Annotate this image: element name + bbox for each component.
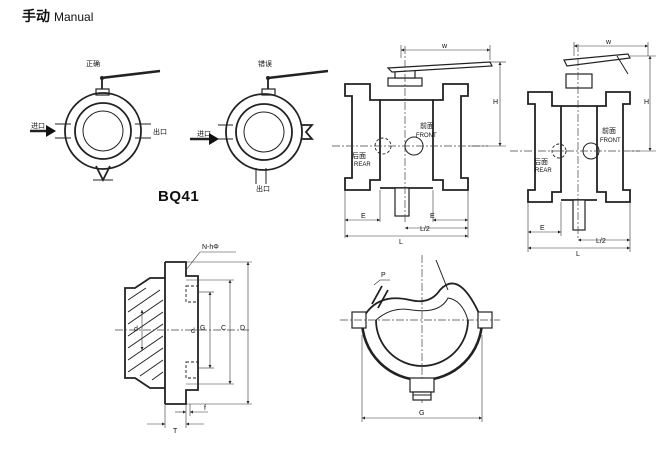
front-en: FRONT: [416, 133, 437, 139]
svg-text:E: E: [430, 213, 435, 220]
svg-text:T: T: [173, 428, 178, 435]
bottom-drain: [409, 377, 435, 393]
flange-right: [596, 91, 631, 203]
rear-port: [551, 143, 567, 159]
handle-bar: [267, 69, 329, 80]
flange-left: [344, 83, 381, 191]
dim-n-h-phi: N-hΦ: [202, 244, 219, 251]
svg-text:L/2: L/2: [420, 226, 430, 233]
svg-text:w: w: [441, 43, 448, 50]
handle: [563, 53, 631, 67]
svg-text:L: L: [576, 251, 580, 258]
label-inlet-wrong: 进口: [197, 130, 211, 138]
rear-cn: 后面: [352, 151, 366, 160]
flange-plate: [165, 261, 199, 405]
svg-text:G: G: [200, 325, 205, 332]
model-label: BQ41: [158, 188, 200, 205]
front-cn: 前面: [602, 126, 616, 135]
flange-right: [432, 83, 469, 191]
heading-en: Manual: [54, 10, 94, 24]
heading-cn: 手动: [22, 8, 50, 24]
dim-d1-right: d: [191, 328, 195, 335]
flange-left: [527, 91, 562, 203]
front-port: [404, 136, 424, 156]
side-view-1: 前面 FRONT 后面 REAR w H E E L/2 L: [332, 43, 506, 246]
valve-body-outer: [64, 92, 142, 170]
bottom-stub: [394, 187, 410, 217]
flow-diagram-correct: 正确 进口 出口: [30, 59, 167, 183]
handle-bar: [100, 69, 161, 80]
svg-text:E: E: [361, 213, 366, 220]
label-inlet-correct: 进口: [31, 122, 45, 130]
side-notch: [301, 124, 314, 140]
side-view-2: 前面 FRONT 后面 REAR w H E L/2 L: [510, 39, 656, 258]
label-wrong: 错误: [258, 59, 272, 68]
svg-text:L/2: L/2: [596, 238, 606, 245]
label-outlet-wrong: 出口: [256, 184, 270, 193]
rear-en: REAR: [354, 162, 371, 168]
rear-port: [374, 137, 392, 155]
stem-bonnet: [95, 88, 110, 96]
label-outlet-correct: 出口: [153, 127, 167, 136]
front-cn: 前面: [420, 121, 434, 130]
valve-body-outer: [225, 93, 303, 171]
body-ring-inner: [375, 319, 469, 367]
svg-text:H: H: [644, 99, 649, 106]
body-half: [124, 277, 165, 389]
section-hatch: [127, 287, 164, 381]
plug-ring: [235, 103, 293, 161]
plug-ring: [74, 102, 132, 160]
svg-text:f: f: [204, 405, 206, 412]
svg-text:C: C: [221, 325, 226, 332]
svg-text:D: D: [240, 325, 245, 332]
front-en: FRONT: [600, 138, 621, 144]
plug-bore: [82, 110, 124, 152]
svg-text:w: w: [605, 39, 612, 46]
rear-en: REAR: [535, 168, 552, 174]
svg-text:E: E: [540, 225, 545, 232]
bottom-stub: [572, 199, 586, 231]
plug-section: P G: [340, 255, 500, 422]
flange-section: N-hΦ d d G C D T f: [115, 244, 252, 435]
dim-p: P: [381, 272, 386, 279]
label-correct: 正确: [86, 59, 100, 68]
handle: [386, 61, 493, 73]
rear-cn: 后面: [534, 157, 548, 166]
svg-text:G: G: [419, 410, 424, 417]
svg-text:H: H: [493, 99, 498, 106]
page-heading: 手动 Manual: [22, 6, 93, 24]
svg-text:L: L: [399, 239, 403, 246]
flow-diagram-wrong: 错误 进口 出口: [190, 59, 329, 193]
front-port: [582, 142, 600, 160]
bonnet: [565, 73, 593, 89]
svg-text:d: d: [134, 326, 138, 333]
